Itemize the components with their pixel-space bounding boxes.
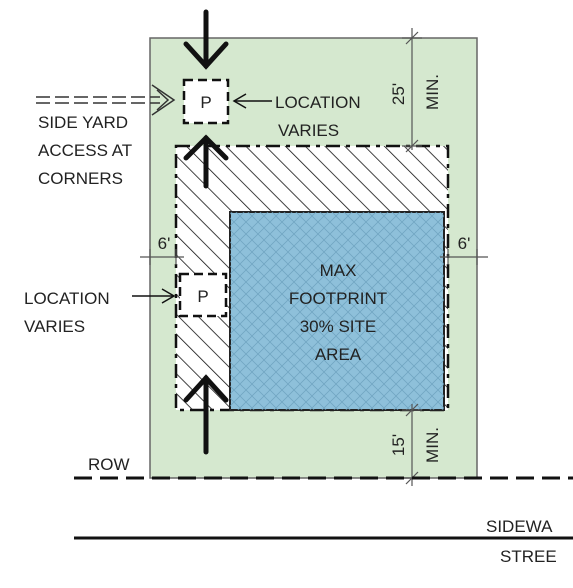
side-yard-access-arrow-icon (36, 84, 176, 116)
side-yard-label-1: SIDE YARD (38, 113, 128, 132)
location-varies-left-arrow-icon (132, 288, 176, 304)
rear-setback-note: MIN. (423, 427, 442, 463)
location-varies-top-line2: VARIES (278, 121, 339, 140)
location-varies-top-line1: LOCATION (275, 93, 361, 112)
footprint-label-4: AREA (315, 345, 362, 364)
side-setback-left-value: 6' (158, 234, 171, 253)
parking-pad-top-label: P (200, 93, 211, 112)
max-footprint-texture (230, 212, 444, 410)
parking-pad-top (182, 78, 230, 125)
footprint-label-2: FOOTPRINT (289, 289, 387, 308)
side-yard-label-2: ACCESS AT (38, 141, 132, 160)
location-varies-top-arrow-icon (232, 93, 272, 109)
parking-pad-left-label: P (197, 287, 208, 306)
front-setback-dimension (402, 28, 422, 153)
front-setback-value: 25' (389, 83, 408, 105)
front-setback-note: MIN. (423, 74, 442, 110)
side-setback-right-value: 6' (458, 234, 471, 253)
access-arrow-top-down-icon (183, 9, 229, 70)
access-arrow-top-up-icon (183, 134, 229, 189)
side-yard-label-3: CORNERS (38, 169, 123, 188)
location-varies-left-line1: LOCATION (24, 289, 110, 308)
rear-setback-value: 15' (389, 434, 408, 456)
footprint-label-3: 30% SITE (300, 317, 377, 336)
street-label: STREE (500, 547, 557, 566)
side-setback-right-dimension (440, 249, 488, 265)
footprint-label-1: MAX (320, 261, 357, 280)
sidewalk-label: SIDEWA (486, 517, 553, 536)
row-label: ROW (88, 455, 130, 474)
parking-pad-left (178, 272, 228, 318)
access-arrow-bottom-up-icon (183, 374, 229, 455)
side-setback-left-dimension (140, 249, 184, 265)
location-varies-left-line2: VARIES (24, 317, 85, 336)
